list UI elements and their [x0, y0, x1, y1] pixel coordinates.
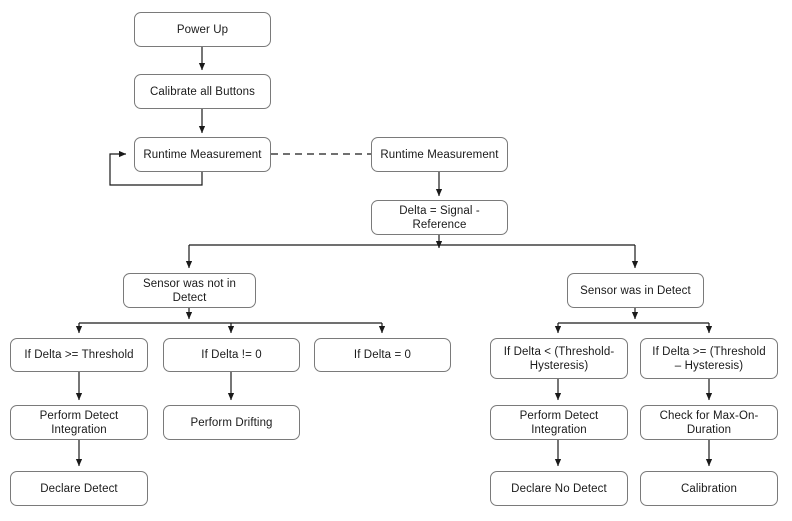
node-check-for-max-on-duration[interactable]: Check for Max-On- Duration: [640, 405, 778, 440]
node-perform-detect-integration-right[interactable]: Perform Detect Integration: [490, 405, 628, 440]
node-sensor-was-not-in-detect[interactable]: Sensor was not in Detect: [123, 273, 256, 308]
node-if-delta-lt-threshold-hysteresis[interactable]: If Delta < (Threshold- Hysteresis): [490, 338, 628, 379]
node-check-for-max-on-duration-label: Check for Max-On- Duration: [659, 409, 759, 436]
node-perform-drifting-label: Perform Drifting: [190, 416, 273, 429]
node-if-delta-ge-threshold-hysteresis-label: If Delta >= (Threshold – Hysteresis): [652, 345, 766, 372]
node-if-delta-lt-threshold-hysteresis-label: If Delta < (Threshold- Hysteresis): [503, 345, 615, 372]
node-perform-detect-integration-left[interactable]: Perform Detect Integration: [10, 405, 148, 440]
node-if-delta-ge-threshold[interactable]: If Delta >= Threshold: [10, 338, 148, 372]
node-calibrate-all-buttons-label: Calibrate all Buttons: [149, 85, 256, 98]
node-declare-detect[interactable]: Declare Detect: [10, 471, 148, 506]
node-if-delta-ge-threshold-hysteresis[interactable]: If Delta >= (Threshold – Hysteresis): [640, 338, 778, 379]
node-delta-signal-reference[interactable]: Delta = Signal - Reference: [371, 200, 508, 235]
node-declare-no-detect-label: Declare No Detect: [511, 482, 607, 495]
node-declare-detect-label: Declare Detect: [40, 482, 118, 495]
node-if-delta-eq-zero[interactable]: If Delta = 0: [314, 338, 451, 372]
node-calibrate-all-buttons[interactable]: Calibrate all Buttons: [134, 74, 271, 109]
node-runtime-measurement-right[interactable]: Runtime Measurement: [371, 137, 508, 172]
node-if-delta-eq-zero-label: If Delta = 0: [353, 349, 412, 361]
node-sensor-was-in-detect-label: Sensor was in Detect: [580, 284, 691, 297]
node-sensor-was-not-in-detect-label: Sensor was not in Detect: [142, 277, 237, 304]
node-runtime-measurement-left-label: Runtime Measurement: [143, 148, 262, 161]
node-if-delta-ne-zero[interactable]: If Delta != 0: [163, 338, 300, 372]
node-power-up-label: Power Up: [176, 23, 229, 36]
node-perform-detect-integration-left-label: Perform Detect Integration: [39, 409, 119, 436]
node-if-delta-ne-zero-label: If Delta != 0: [201, 349, 262, 361]
node-sensor-was-in-detect[interactable]: Sensor was in Detect: [567, 273, 704, 308]
node-calibration-label: Calibration: [680, 482, 738, 495]
node-if-delta-ge-threshold-label: If Delta >= Threshold: [24, 349, 134, 361]
node-declare-no-detect[interactable]: Declare No Detect: [490, 471, 628, 506]
node-runtime-measurement-left[interactable]: Runtime Measurement: [134, 137, 271, 172]
node-delta-signal-reference-label: Delta = Signal - Reference: [399, 204, 480, 231]
node-runtime-measurement-right-label: Runtime Measurement: [380, 148, 499, 161]
node-power-up[interactable]: Power Up: [134, 12, 271, 47]
node-calibration[interactable]: Calibration: [640, 471, 778, 506]
node-perform-drifting[interactable]: Perform Drifting: [163, 405, 300, 440]
node-perform-detect-integration-right-label: Perform Detect Integration: [519, 409, 599, 436]
